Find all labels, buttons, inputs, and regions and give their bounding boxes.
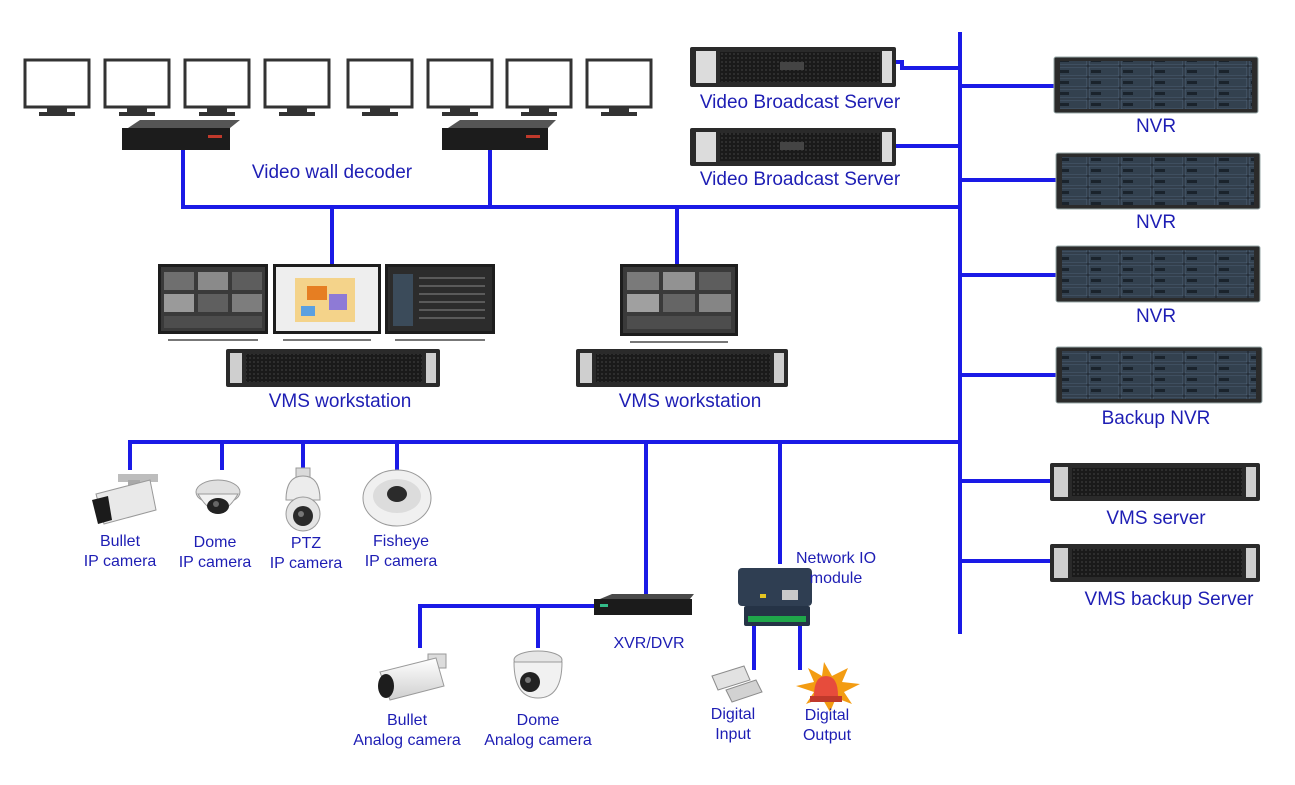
- decoder-1: [122, 120, 240, 150]
- backup-nvr: [1055, 346, 1263, 404]
- label-backup-nvr: Backup NVR: [1101, 408, 1211, 429]
- workstation-monitor: [273, 264, 381, 341]
- monitor: [346, 58, 414, 116]
- label-nvr-2: NVR: [1135, 212, 1177, 233]
- monitor: [585, 58, 653, 116]
- vms-server: [1050, 463, 1260, 501]
- monitor: [505, 58, 573, 116]
- bullet-ip-camera-icon: [92, 474, 158, 525]
- fisheye-ip-camera-icon: [362, 469, 432, 527]
- monitor: [426, 58, 494, 116]
- link-analog-bullet: [418, 604, 598, 648]
- label-video-broadcast-server-2: Video Broadcast Server: [699, 169, 901, 190]
- network-lines: [128, 32, 1058, 670]
- label-vms-backup-server: VMS backup Server: [1084, 589, 1254, 610]
- door-sensor-icon: [711, 665, 763, 703]
- vms-backup-server: [1050, 544, 1260, 582]
- label-vms-workstation-1: VMS workstation: [268, 391, 412, 412]
- network-io-module-icon: [738, 568, 812, 626]
- label-video-wall-decoder: Video wall decoder: [251, 162, 413, 183]
- link-broadcast-1: [894, 60, 962, 70]
- workstation-2-screen: [620, 264, 738, 343]
- dome-analog-camera-icon: [513, 650, 563, 699]
- workstation-2-server: [576, 349, 788, 387]
- label-nvr-1: NVR: [1135, 116, 1177, 137]
- video-wall: [23, 58, 653, 116]
- label-vms-server: VMS server: [1106, 508, 1206, 529]
- nvr-3: [1055, 245, 1261, 303]
- label-video-broadcast-server-1: Video Broadcast Server: [699, 92, 901, 113]
- ptz-ip-camera-icon: [285, 467, 321, 532]
- xvr-dvr-icon: [594, 594, 694, 615]
- broadcast-server-2: [690, 128, 896, 166]
- bullet-analog-camera-icon: [378, 653, 447, 701]
- monitor: [103, 58, 171, 116]
- monitor: [183, 58, 251, 116]
- label-nvr-3: NVR: [1135, 306, 1177, 327]
- alarm-light-icon: [796, 662, 860, 712]
- label-xvr-dvr: XVR/DVR: [613, 635, 685, 652]
- workstation-1-screens: [158, 264, 495, 341]
- monitor: [23, 58, 91, 116]
- workstation-monitor: [158, 264, 268, 341]
- broadcast-server-1: [690, 47, 896, 87]
- label-vms-workstation-2: VMS workstation: [618, 391, 762, 412]
- monitor: [263, 58, 331, 116]
- nvr-2: [1055, 152, 1261, 210]
- workstation-monitor: [385, 264, 495, 341]
- decoder-2: [442, 120, 556, 150]
- workstation-1-server: [226, 349, 440, 387]
- nvr-1: [1053, 56, 1259, 114]
- dome-ip-camera-icon: [195, 479, 241, 514]
